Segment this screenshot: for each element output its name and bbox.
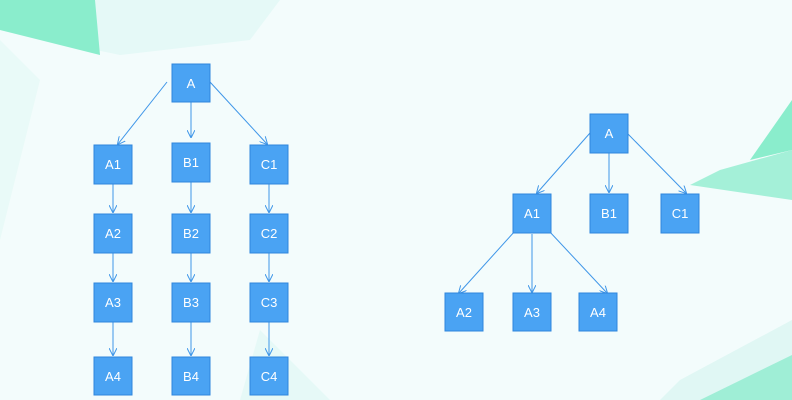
edge-a-c1: [209, 81, 267, 144]
left-node-a: A: [171, 63, 211, 103]
right-node-a4-label: A4: [590, 305, 606, 320]
left-node-c4-label: C4: [261, 369, 278, 384]
left-node-b1-label: B1: [183, 155, 199, 170]
left-node-b4-label: B4: [183, 369, 199, 384]
left-node-a4-label: A4: [105, 369, 121, 384]
right-node-a3-label: A3: [524, 305, 540, 320]
right-tree-nodes: A A1 B1 C1 A2 A3 A4: [444, 113, 700, 332]
left-node-c1-label: C1: [261, 157, 278, 172]
left-node-b2: B2: [171, 213, 211, 254]
right-node-a: A: [589, 113, 629, 154]
right-node-a2: A2: [444, 292, 484, 332]
left-node-a3: A3: [93, 282, 133, 323]
edge-r-a1-a4: [548, 230, 607, 293]
left-node-c2-label: C2: [261, 226, 278, 241]
left-node-a2: A2: [93, 213, 133, 254]
left-node-b1: B1: [171, 142, 211, 183]
left-node-c1: C1: [249, 144, 289, 185]
left-node-a4: A4: [93, 356, 133, 396]
right-node-c1-label: C1: [672, 206, 689, 221]
left-node-c2: C2: [249, 213, 289, 254]
left-tree-edges: [113, 81, 269, 355]
right-node-c1: C1: [660, 193, 700, 234]
left-node-b4: B4: [171, 356, 211, 396]
edge-r-a-c1: [626, 132, 686, 193]
right-node-b1-label: B1: [601, 206, 617, 221]
left-node-a2-label: A2: [105, 226, 121, 241]
right-node-a4: A4: [578, 292, 618, 332]
left-node-a-label: A: [187, 76, 196, 91]
left-node-c4: C4: [249, 356, 289, 396]
right-node-a-label: A: [605, 126, 614, 141]
right-node-a1: A1: [512, 193, 552, 234]
right-node-a1-label: A1: [524, 206, 540, 221]
left-node-a1: A1: [93, 144, 133, 185]
left-node-b2-label: B2: [183, 226, 199, 241]
right-tree-edges: [459, 132, 686, 293]
right-node-a2-label: A2: [456, 305, 472, 320]
edge-r-a1-a2: [459, 230, 516, 293]
left-node-b3-label: B3: [183, 295, 199, 310]
right-node-b1: B1: [589, 193, 629, 234]
left-tree-nodes: A A1 A2 A3 A4 B1 B2 B3: [93, 63, 289, 396]
edge-r-a-a1: [537, 132, 591, 193]
left-node-c3: C3: [249, 282, 289, 323]
right-node-a3: A3: [512, 292, 552, 332]
left-node-a1-label: A1: [105, 157, 121, 172]
left-node-c3-label: C3: [261, 295, 278, 310]
edge-a-a1: [118, 81, 168, 144]
left-node-a3-label: A3: [105, 295, 121, 310]
left-node-b3: B3: [171, 282, 211, 323]
